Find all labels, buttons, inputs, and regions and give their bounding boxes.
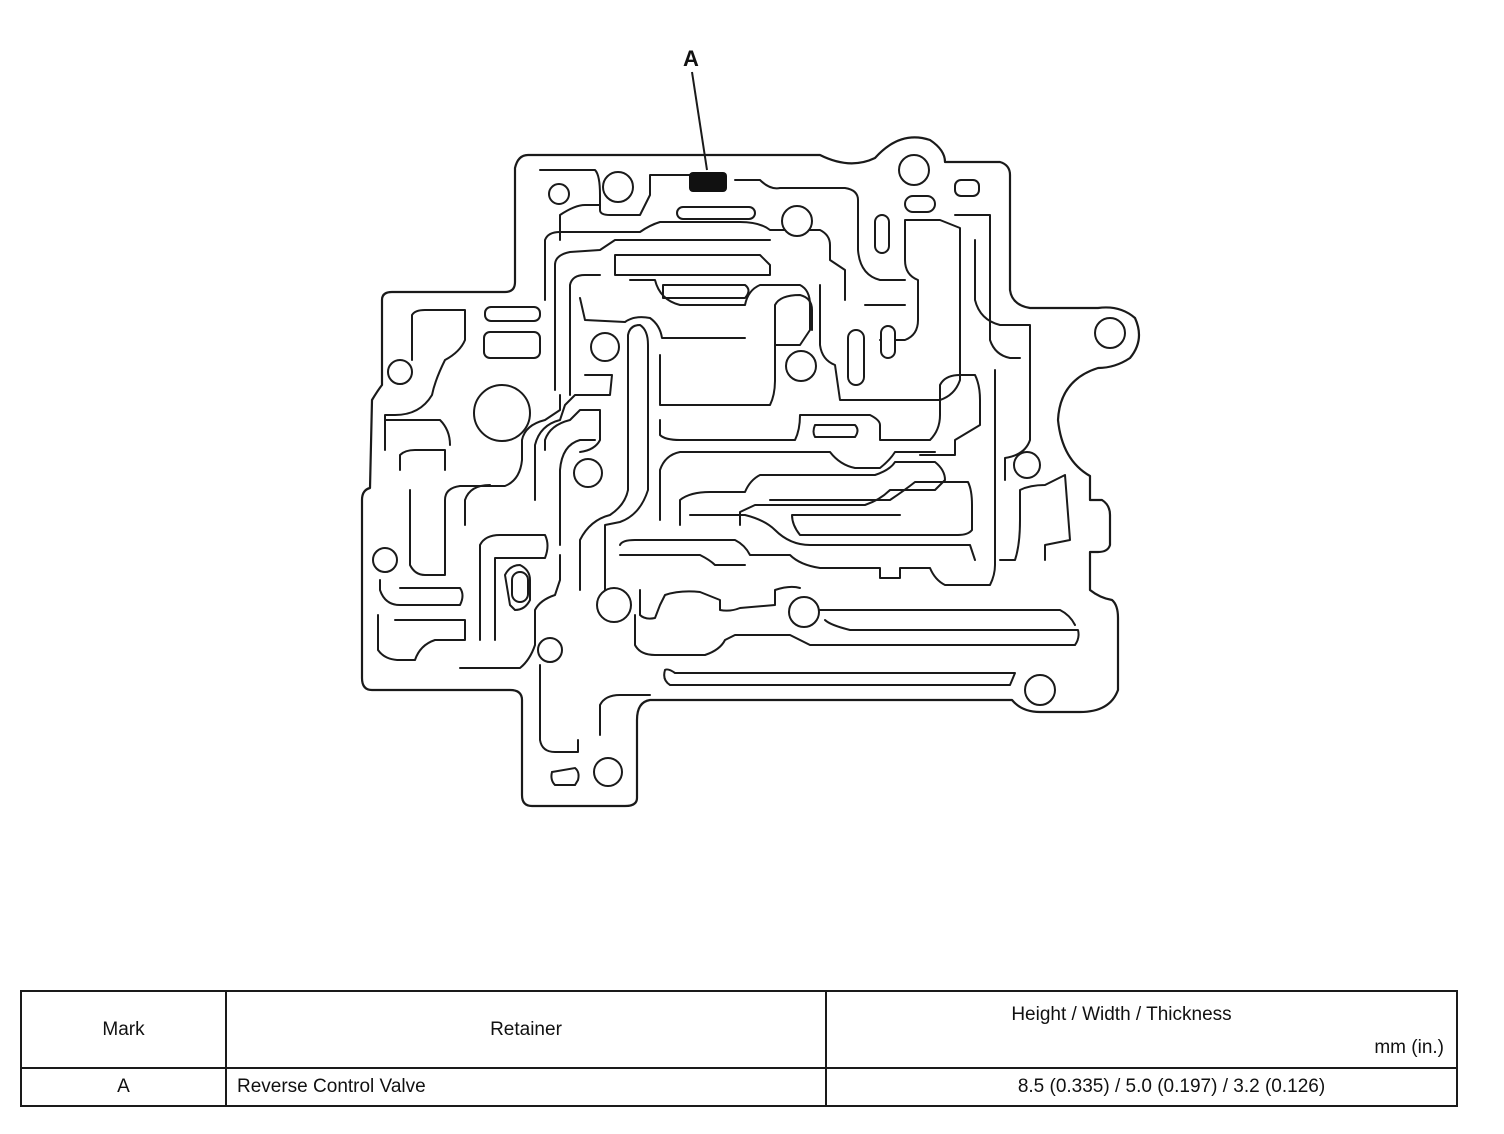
fluid-channel (954, 214, 1021, 359)
fluid-channel (539, 664, 579, 753)
fluid-slot (904, 195, 936, 213)
fluid-channel (734, 179, 906, 281)
cell-retainer: Reverse Control Valve (225, 1067, 827, 1107)
header-unit: mm (in.) (1374, 1037, 1444, 1058)
fluid-channel (544, 221, 846, 301)
fluid-channel (554, 239, 771, 391)
fluid-channel (544, 409, 601, 453)
fluid-channel (639, 585, 801, 620)
bolt-hole (1094, 317, 1126, 349)
header-dimensions-label: Height / Width / Thickness (1011, 1004, 1232, 1025)
fluid-slot (874, 214, 890, 254)
fluid-channel (999, 474, 1071, 561)
header-mark: Mark (20, 990, 227, 1069)
fluid-channel (819, 609, 1076, 626)
bolt-hole (573, 458, 603, 488)
fluid-channel (379, 579, 464, 606)
fluid-channel (464, 484, 491, 526)
fluid-channel (659, 451, 936, 521)
fluid-slot (880, 325, 896, 359)
fluid-channel (504, 564, 531, 611)
fluid-slot (847, 329, 865, 386)
fluid-channel (599, 694, 651, 736)
fluid-channel (659, 374, 981, 456)
cell-dimensions: 8.5 (0.335) / 5.0 (0.197) / 3.2 (0.126) (825, 1067, 1458, 1107)
fluid-channel (534, 374, 613, 501)
table-header-row: Mark Retainer Height / Width / Thickness… (20, 990, 1458, 1069)
fluid-channel (559, 204, 601, 241)
bolt-hole (898, 154, 930, 186)
bolt-hole (548, 183, 570, 205)
fluid-channel (634, 614, 1080, 656)
table-row: A Reverse Control Valve 8.5 (0.335) / 5.… (20, 1067, 1458, 1107)
fluid-slot (511, 571, 529, 603)
fluid-channel (679, 461, 946, 526)
fluid-channel (662, 284, 750, 299)
bolt-hole (590, 332, 620, 362)
fluid-channel (619, 369, 996, 586)
fluid-channel (384, 309, 466, 451)
bolt-hole (785, 350, 817, 382)
bolt-hole (473, 384, 531, 442)
header-dimensions: Height / Width / Thickness mm (in.) (825, 990, 1458, 1069)
fluid-channel (689, 514, 976, 561)
fluid-channel (659, 294, 813, 406)
fluid-channel (384, 419, 451, 446)
retainer-a-marker (689, 172, 727, 192)
fluid-channel (377, 614, 466, 661)
fluid-channel (619, 554, 746, 566)
fluid-channel (974, 239, 1031, 481)
bolt-hole (372, 547, 398, 573)
fluid-slot (550, 766, 580, 786)
bolt-hole (1013, 451, 1041, 479)
fluid-channel (769, 481, 973, 536)
fluid-channel (539, 169, 691, 216)
fluid-channel (812, 424, 859, 438)
fluid-slot (484, 306, 541, 322)
fluid-channel (663, 668, 1016, 686)
fluid-channel (819, 219, 961, 401)
separator-plate-diagram: A (360, 46, 1141, 808)
fluid-slot (676, 206, 756, 220)
fluid-channel (579, 324, 649, 591)
callout-leader-line (691, 71, 708, 171)
fluid-channel (569, 274, 601, 396)
fluid-slot (483, 331, 541, 359)
fluid-channel (614, 254, 771, 276)
bolt-hole (537, 637, 563, 663)
bolt-hole (1024, 674, 1056, 706)
retainer-spec-table: Mark Retainer Height / Width / Thickness… (20, 990, 1458, 1107)
bolt-hole (593, 757, 623, 787)
cell-mark: A (20, 1067, 227, 1107)
fluid-channel (479, 534, 549, 641)
callout-label-a: A (683, 46, 699, 71)
fluid-channel (459, 554, 561, 669)
fluid-slot (954, 179, 980, 197)
bolt-hole (781, 205, 813, 237)
fluid-channel (559, 439, 596, 546)
bolt-hole (602, 171, 634, 203)
header-retainer: Retainer (225, 990, 827, 1069)
fluid-channel (399, 449, 446, 471)
bolt-hole (387, 359, 413, 385)
bolt-hole (596, 587, 632, 623)
bolt-hole (788, 596, 820, 628)
fluid-channel (579, 297, 746, 339)
